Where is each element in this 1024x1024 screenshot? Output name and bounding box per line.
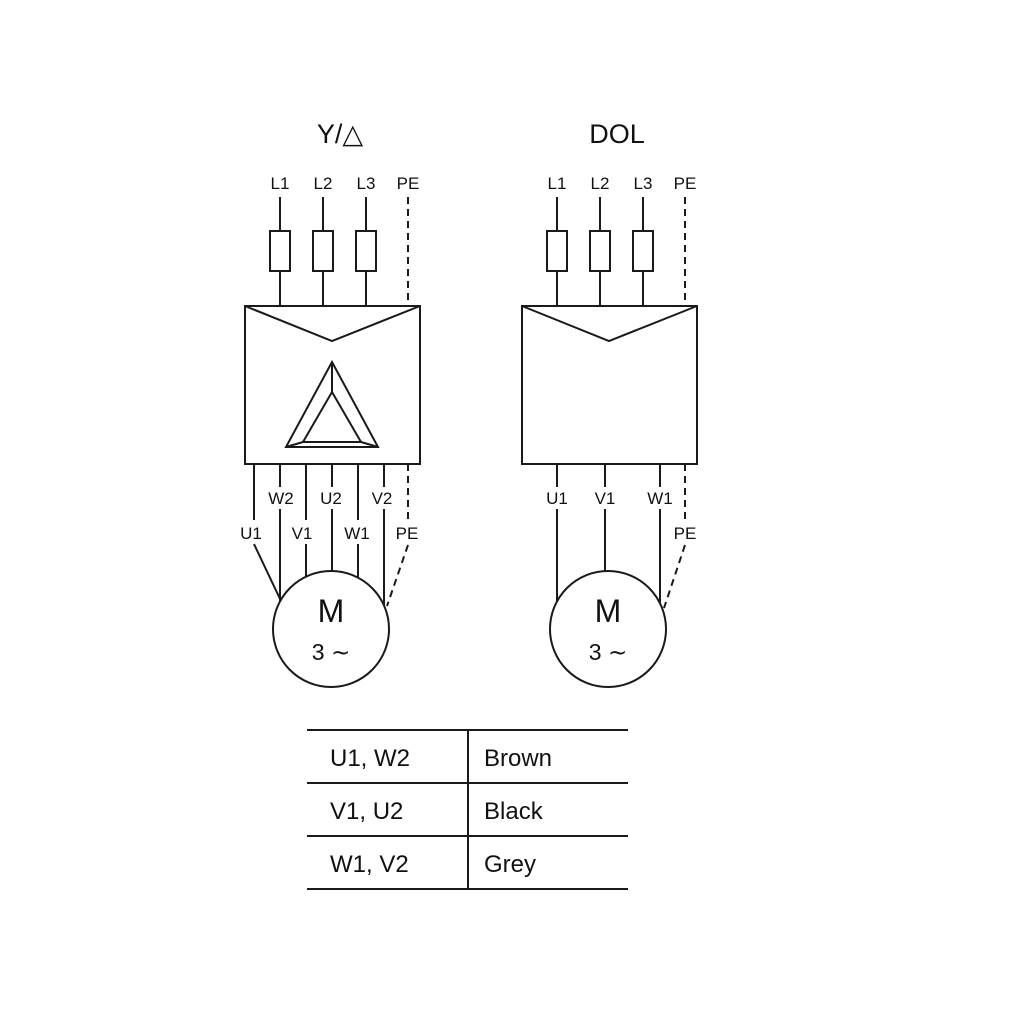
terminal-label-pe: PE [674,174,697,193]
fuse [632,230,654,272]
supply-lines [279,197,367,306]
winding-label-v2: V2 [372,489,393,508]
pe-line-bottom [386,464,409,607]
winding-label-v1: V1 [292,524,313,543]
winding-label-pe: PE [674,524,697,543]
starter-box [521,305,698,465]
dol-winding-labels: U1 V1 W1 PE [546,489,696,543]
table-cell-color: Black [484,798,544,825]
table-cell-terminals: W1, V2 [330,851,409,878]
table-cell-color: Brown [484,745,552,772]
winding-label-pe: PE [396,524,419,543]
motor-leads [253,464,385,605]
motor-circle [549,570,667,688]
star-delta-title: Y/△ [317,119,364,149]
table-cell-color: Grey [484,851,536,878]
fuse [312,230,334,272]
table-grid [307,729,628,890]
terminal-label-l2: L2 [314,174,333,193]
terminal-label-l2: L2 [591,174,610,193]
motor-leads [556,464,661,603]
winding-label-v1: V1 [595,489,616,508]
delta-symbol [284,359,380,448]
motor-letter: M [318,593,345,629]
winding-label-w1: W1 [647,489,673,508]
supply-lines [556,197,644,306]
dol-section: DOL L1 L2 L3 PE U1 V1 [521,119,698,688]
motor-phase: 3 ∼ [589,639,627,665]
winding-label-u2: U2 [320,489,342,508]
chevron [521,305,698,343]
fuse [546,230,568,272]
terminal-label-pe: PE [397,174,420,193]
winding-label-u1: U1 [546,489,568,508]
fuse [355,230,377,272]
dol-terminal-labels: L1 L2 L3 PE [548,174,697,193]
fuses [546,230,654,272]
chevron [244,305,421,343]
motor-circle [272,570,390,688]
fuses [269,230,377,272]
fuse [269,230,291,272]
dol-title: DOL [589,119,645,149]
star-delta-section: Y/△ L1 L2 L3 PE [240,119,421,688]
motor-letter: M [595,593,622,629]
fuse [589,230,611,272]
winding-label-w2: W2 [268,489,294,508]
motor-phase: 3 ∼ [312,639,350,665]
table-cell-terminals: U1, W2 [330,745,410,772]
terminal-label-l3: L3 [357,174,376,193]
terminal-label-l3: L3 [634,174,653,193]
terminal-label-l1: L1 [271,174,290,193]
pe-line-bottom [663,464,686,609]
terminal-label-l1: L1 [548,174,567,193]
star-delta-winding-labels: W2 U2 V2 U1 V1 W1 PE [240,489,418,543]
winding-label-u1: U1 [240,524,262,543]
winding-label-w1: W1 [344,524,370,543]
star-delta-terminal-labels: L1 L2 L3 PE [271,174,420,193]
table-cell-terminals: V1, U2 [330,798,403,825]
wire-color-table: U1, W2 Brown V1, U2 Black W1, V2 Grey [307,729,628,890]
